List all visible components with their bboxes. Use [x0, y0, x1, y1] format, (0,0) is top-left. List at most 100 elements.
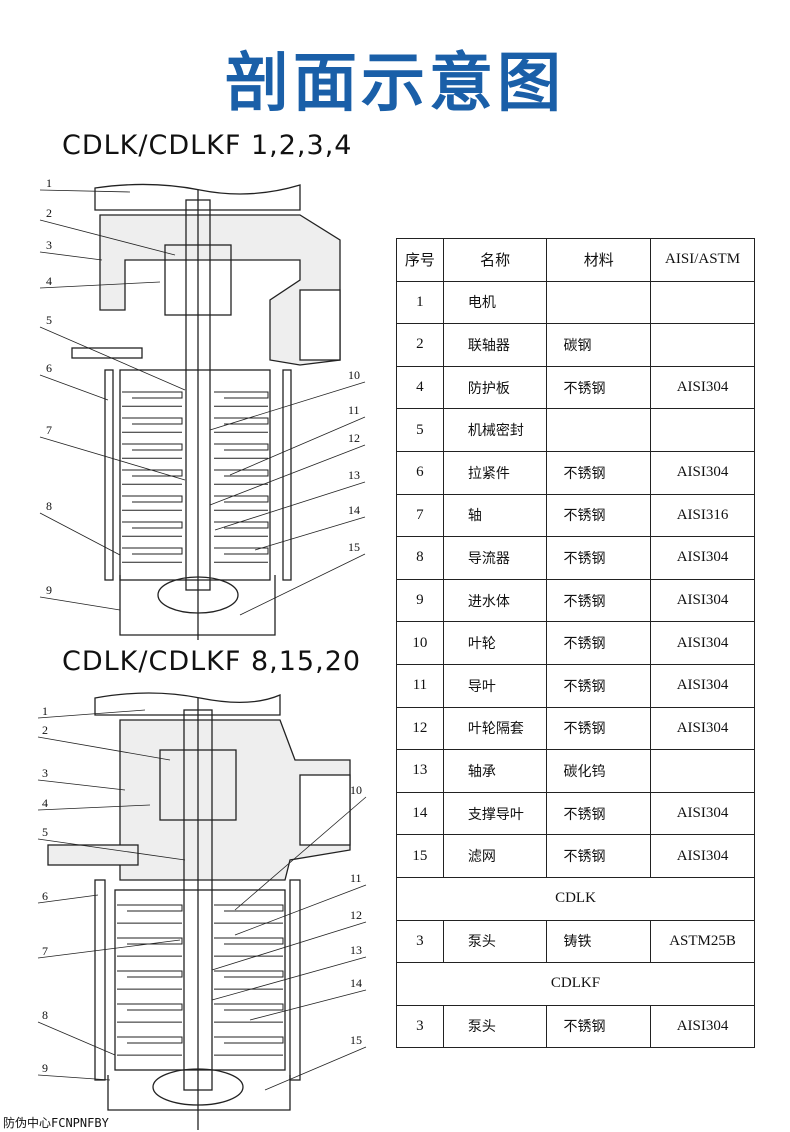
- cell-name: 导叶: [442, 663, 548, 708]
- watermark: 防伪中心FCNPNFBY: [3, 1116, 109, 1130]
- cell-no: 12: [396, 706, 444, 751]
- cell-standard: ASTM25B: [650, 919, 755, 964]
- cell-no: 3: [396, 919, 444, 964]
- callout-13: 13: [348, 468, 360, 482]
- callout-10: 10: [348, 368, 360, 382]
- cell-material: 不锈钢: [546, 621, 652, 665]
- cell-material: 不锈钢: [546, 578, 652, 623]
- callout-2: 2: [46, 206, 52, 220]
- cell-standard: [650, 323, 755, 367]
- cell-name: 轴: [442, 493, 548, 538]
- impeller-stage: [214, 547, 269, 563]
- cell-standard: AISI304: [650, 791, 755, 836]
- cell-no: 6: [396, 450, 444, 495]
- cell-no: 7: [396, 493, 444, 538]
- cell-no: 1: [396, 280, 444, 325]
- cell-material: [546, 280, 652, 325]
- cell-material: 不锈钢: [546, 1004, 652, 1049]
- section-row-cdlk: CDLK: [396, 876, 755, 921]
- impeller-stage: [122, 469, 183, 485]
- cell-no: 5: [396, 408, 444, 452]
- cell-name: 电机: [442, 280, 548, 325]
- cell-material: 碳钢: [546, 323, 652, 367]
- callout-1: 1: [46, 176, 52, 190]
- impeller-stage: [122, 547, 183, 563]
- cell-no: 11: [396, 663, 444, 708]
- callout-12: 12: [350, 908, 362, 922]
- cell-standard: AISI304: [650, 536, 755, 580]
- cell-name: 泵头: [442, 919, 548, 964]
- cell-standard: AISI316: [650, 493, 755, 538]
- cell-material: 不锈钢: [546, 791, 652, 836]
- callout-2: 2: [42, 723, 48, 737]
- impeller-stage: [214, 1036, 284, 1056]
- callout-7: 7: [42, 944, 48, 958]
- callout-3: 3: [46, 238, 52, 252]
- header-standard: AISI/ASTM: [650, 238, 755, 282]
- cell-material: 碳化钨: [546, 749, 652, 793]
- cell-standard: AISI304: [650, 834, 755, 878]
- impeller-stage: [122, 521, 183, 537]
- pump-section-diagram-small: 1 2 3 4 5 6 7 8 9 10 11 12 13 14 15: [39, 176, 366, 640]
- header-no: 序号: [396, 238, 444, 282]
- leader-lines: [37, 709, 367, 1091]
- impeller-stage: [117, 1003, 183, 1023]
- page-title: 剖面示意图: [225, 47, 565, 121]
- section-row-cdlkf: CDLKF: [396, 962, 755, 1006]
- impeller-stage: [214, 469, 269, 485]
- cell-name: 泵头: [442, 1004, 548, 1049]
- callout-13: 13: [350, 943, 362, 957]
- cell-no: 10: [396, 621, 444, 665]
- callout-3: 3: [42, 766, 48, 780]
- cell-name: 叶轮: [442, 621, 548, 665]
- callout-9: 9: [42, 1061, 48, 1075]
- cell-material: 不锈钢: [546, 663, 652, 708]
- cell-no: 13: [396, 749, 444, 793]
- impeller-stage: [214, 417, 269, 433]
- cell-no: 9: [396, 578, 444, 623]
- cell-no: 4: [396, 365, 444, 410]
- cell-standard: AISI304: [650, 578, 755, 623]
- impeller-stage: [122, 443, 183, 459]
- cell-standard: [650, 408, 755, 452]
- impeller-stage: [122, 495, 183, 511]
- cell-name: 滤网: [442, 834, 548, 878]
- cell-standard: AISI304: [650, 365, 755, 410]
- callout-14: 14: [350, 976, 362, 990]
- cell-no: 3: [396, 1004, 444, 1049]
- header-name: 名称: [442, 238, 548, 282]
- cell-no: 2: [396, 323, 444, 367]
- header-material: 材料: [546, 238, 652, 282]
- impeller-stage: [117, 937, 183, 957]
- diagram1-subtitle: CDLK/CDLKF 1,2,3,4: [62, 130, 353, 161]
- cell-name: 进水体: [442, 578, 548, 623]
- impeller-stage: [214, 391, 269, 407]
- leader-lines: [39, 189, 366, 616]
- cell-material: 不锈钢: [546, 365, 652, 410]
- cell-name: 联轴器: [442, 323, 548, 367]
- callout-1: 1: [42, 704, 48, 718]
- cell-material: 不锈钢: [546, 834, 652, 878]
- impeller-stage: [214, 521, 269, 537]
- callout-5: 5: [46, 313, 52, 327]
- cell-material: 不锈钢: [546, 536, 652, 580]
- impeller-stage: [117, 970, 183, 990]
- impeller-stage: [122, 391, 183, 407]
- cell-name: 导流器: [442, 536, 548, 580]
